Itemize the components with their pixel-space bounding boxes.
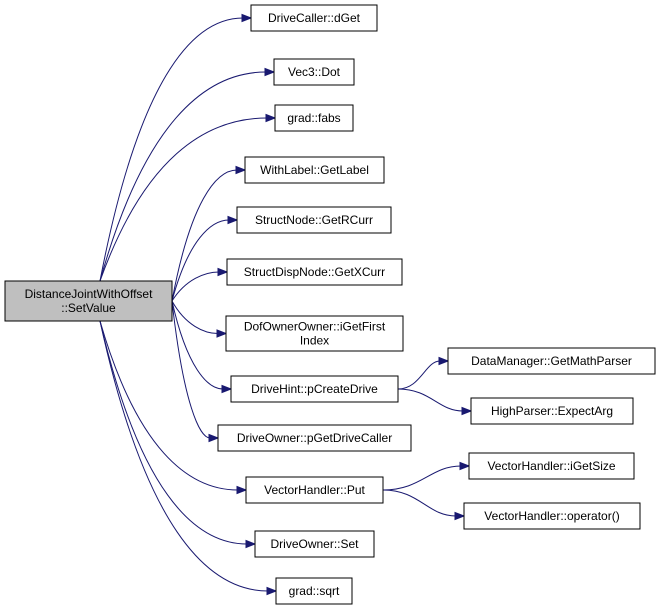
edge-arrowhead-n6 xyxy=(217,267,229,277)
node-box xyxy=(273,58,355,86)
function-node[interactable]: VectorHandler::operator() xyxy=(463,502,641,530)
edge-n8-to-n14 xyxy=(397,388,464,412)
node-box xyxy=(225,315,404,352)
node-label-line: VectorHandler::Put xyxy=(264,483,365,497)
edge-root-to-n11 xyxy=(99,320,248,545)
function-node[interactable]: DriveCaller::dGet xyxy=(250,4,378,32)
edge-root-to-n12 xyxy=(99,320,269,592)
node-label-line: DriveHint::pCreateDrive xyxy=(251,382,378,396)
edges-layer xyxy=(99,13,473,596)
edge-arrowhead-n16 xyxy=(454,511,466,521)
node-label-line: grad::fabs xyxy=(287,111,340,125)
node-label-line: StructNode::GetRCurr xyxy=(255,213,373,227)
node-box xyxy=(468,452,635,480)
node-label-line: VectorHandler::operator() xyxy=(484,509,619,523)
edge-root-to-n8 xyxy=(171,300,224,390)
node-box xyxy=(447,347,656,375)
node-label-line: StructDispNode::GetXCurr xyxy=(244,265,385,279)
function-node[interactable]: StructDispNode::GetXCurr xyxy=(226,258,403,286)
node-box xyxy=(230,375,399,403)
node-label-line: DriveOwner::Set xyxy=(270,537,359,551)
edge-n8-to-n13 xyxy=(397,360,441,390)
edge-arrowhead-n4 xyxy=(235,165,247,175)
edge-arrowhead-n2 xyxy=(264,67,276,77)
function-node[interactable]: DriveOwner::pGetDriveCaller xyxy=(217,424,412,452)
node-label-line: Index xyxy=(300,334,329,348)
node-box xyxy=(244,156,385,184)
node-box xyxy=(226,258,403,286)
edge-arrowhead-n5 xyxy=(227,215,239,225)
edge-arrowhead-n10 xyxy=(236,485,248,495)
function-node[interactable]: DataManager::GetMathParser xyxy=(447,347,656,375)
edge-root-to-n6 xyxy=(171,271,220,302)
node-label-line: DataManager::GetMathParser xyxy=(471,354,632,368)
edge-arrowhead-n7 xyxy=(216,329,228,338)
edge-arrowhead-n13 xyxy=(438,356,450,366)
node-label-line: DriveCaller::dGet xyxy=(268,11,361,25)
node-label-line: grad::sqrt xyxy=(289,584,340,598)
node-box xyxy=(254,530,375,558)
node-label-line: ::SetValue xyxy=(61,301,116,315)
edge-root-to-n9 xyxy=(171,300,211,439)
node-label-line: DofOwnerOwner::iGetFirst xyxy=(244,320,386,334)
node-label-line: Vec3::Dot xyxy=(288,65,341,79)
node-box xyxy=(463,502,641,530)
edge-root-to-n3 xyxy=(99,117,268,282)
node-box xyxy=(245,476,384,504)
node-box xyxy=(274,104,354,132)
node-label-line: WithLabel::GetLabel xyxy=(260,163,369,177)
edge-arrowhead-n3 xyxy=(265,113,277,123)
node-box xyxy=(4,280,173,322)
edge-root-to-n2 xyxy=(99,71,267,282)
function-node[interactable]: WithLabel::GetLabel xyxy=(244,156,385,184)
function-node[interactable]: HighParser::ExpectArg xyxy=(470,397,634,425)
edge-root-to-n7 xyxy=(171,300,219,334)
nodes-layer: DistanceJointWithOffset::SetValue DriveCa… xyxy=(4,4,656,605)
edge-root-to-n10 xyxy=(99,320,239,491)
edge-n10-to-n15 xyxy=(382,465,462,491)
edge-root-to-n5 xyxy=(171,219,230,302)
edge-n10-to-n16 xyxy=(382,489,457,517)
edge-arrowhead-n9 xyxy=(208,433,220,443)
root-function-node[interactable]: DistanceJointWithOffset::SetValue xyxy=(4,280,173,322)
function-node[interactable]: DriveOwner::Set xyxy=(254,530,375,558)
node-box xyxy=(470,397,634,425)
edge-arrowhead-n11 xyxy=(245,539,257,549)
edge-arrowhead-n12 xyxy=(266,586,278,596)
function-node[interactable]: DriveHint::pCreateDrive xyxy=(230,375,399,403)
node-box xyxy=(250,4,378,32)
edge-arrowhead-n8 xyxy=(221,384,233,394)
edge-arrowhead-n15 xyxy=(459,461,471,471)
node-label-line: HighParser::ExpectArg xyxy=(491,404,613,418)
node-box xyxy=(236,206,392,234)
node-box xyxy=(217,424,412,452)
function-node[interactable]: StructNode::GetRCurr xyxy=(236,206,392,234)
node-label-line: DistanceJointWithOffset xyxy=(25,287,153,301)
function-node[interactable]: grad::sqrt xyxy=(275,577,353,605)
function-node[interactable]: VectorHandler::iGetSize xyxy=(468,452,635,480)
function-node[interactable]: VectorHandler::Put xyxy=(245,476,384,504)
edge-arrowhead-n14 xyxy=(461,406,473,416)
edge-root-to-n4 xyxy=(171,169,238,302)
node-label-line: VectorHandler::iGetSize xyxy=(487,459,615,473)
node-label-line: DriveOwner::pGetDriveCaller xyxy=(237,431,392,445)
edge-arrowhead-n1 xyxy=(241,13,253,23)
node-box xyxy=(275,577,353,605)
function-node[interactable]: Vec3::Dot xyxy=(273,58,355,86)
edge-root-to-n1 xyxy=(99,17,244,282)
function-node[interactable]: grad::fabs xyxy=(274,104,354,132)
